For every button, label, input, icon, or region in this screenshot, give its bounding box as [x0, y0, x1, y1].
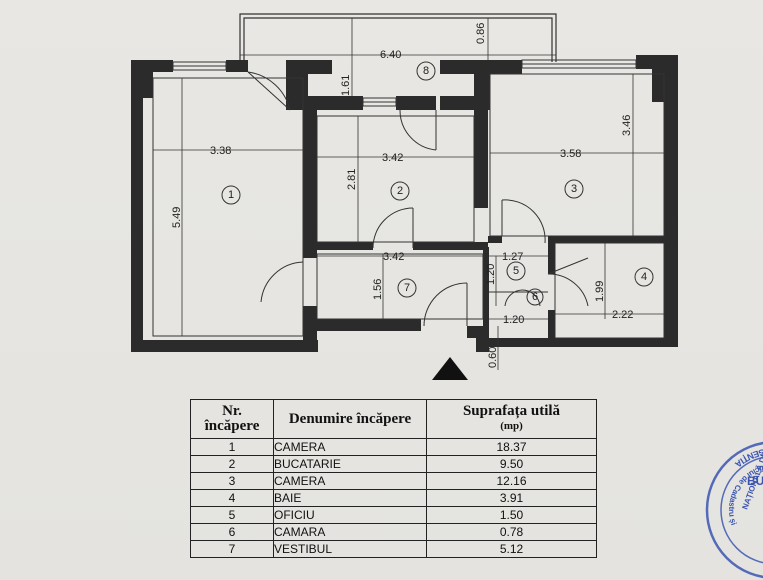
room-marker-6 [526, 288, 544, 306]
table-row: 4 BAIE 3.91 [190, 489, 597, 507]
walls [131, 55, 678, 352]
room-marker-2 [390, 181, 410, 201]
room-marker-5 [506, 261, 526, 281]
room-markers [221, 61, 654, 306]
svg-text:1: 1 [228, 189, 234, 201]
dim-3-42-vestibule: 3.42 [383, 251, 404, 263]
dim-3-42-kitchen: 3.42 [382, 152, 403, 164]
table-row: 2 BUCATARIE 9.50 [190, 455, 597, 473]
table-row: 1 CAMERA 18.37 [190, 438, 597, 456]
table-row: 5 OFICIU 1.50 [190, 506, 597, 524]
dim-0-60: 0.60 [487, 347, 499, 368]
dim-1-99: 1.99 [594, 281, 606, 302]
dimension-labels: 6.40 0.86 1.61 3.38 3.42 3.58 3.46 5.49 … [171, 23, 633, 368]
svg-text:2: 2 [397, 185, 403, 197]
table-row: 3 CAMERA 12.16 [190, 472, 597, 490]
room-marker-3 [564, 179, 584, 199]
stamp-text-right: BU [747, 474, 763, 488]
table-row: 6 CAMARA 0.78 [190, 523, 597, 541]
dim-3-46: 3.46 [621, 115, 633, 136]
entrance-arrow-icon [432, 357, 468, 380]
header-area: Suprafața utilă(mp) [426, 399, 597, 439]
area-table: Nr.încăpere Denumire încăpere Suprafața … [190, 399, 597, 558]
dim-1-20-vertical: 1.20 [485, 264, 497, 285]
room-marker-8 [416, 61, 436, 81]
svg-text:4: 4 [641, 271, 647, 283]
floor-plan-drawing: 6.40 0.86 1.61 3.38 3.42 3.58 3.46 5.49 … [131, 13, 678, 380]
room-marker-4 [634, 267, 654, 287]
balcony-outline [239, 13, 557, 62]
dim-5-49: 5.49 [171, 207, 183, 228]
dim-1-20-horizontal: 1.20 [503, 314, 524, 326]
header-room-name: Denumire încăpere [273, 399, 427, 439]
dim-1-56: 1.56 [372, 279, 384, 300]
svg-text:8: 8 [423, 65, 429, 77]
room-marker-7 [397, 278, 417, 298]
header-room-number: Nr.încăpere [190, 399, 274, 439]
area-table-header: Nr.încăpere Denumire încăpere Suprafața … [190, 399, 597, 439]
dim-6-40: 6.40 [380, 49, 401, 61]
dim-3-38: 3.38 [210, 145, 231, 157]
dim-2-81: 2.81 [346, 169, 358, 190]
dim-1-27: 1.27 [502, 251, 523, 263]
svg-text:5: 5 [513, 265, 519, 277]
room-marker-1 [221, 185, 241, 205]
dim-2-22: 2.22 [612, 309, 633, 321]
windows [172, 59, 637, 107]
svg-text:6: 6 [532, 291, 538, 303]
dim-1-61: 1.61 [340, 75, 352, 96]
door-swings [247, 71, 589, 327]
cadastre-stamp: AGENȚIA Oficiul de Cadastru și NAȚIONALĂ… [705, 440, 763, 579]
dim-0-86: 0.86 [475, 23, 487, 44]
room-marker-labels: 1 2 3 4 5 6 7 8 [228, 65, 647, 303]
svg-text:3: 3 [571, 183, 577, 195]
dim-3-58: 3.58 [560, 148, 581, 160]
room-outlines [152, 73, 665, 339]
svg-text:7: 7 [404, 282, 410, 294]
dimension-lines [153, 18, 664, 370]
table-row: 7 VESTIBUL 5.12 [190, 540, 597, 558]
